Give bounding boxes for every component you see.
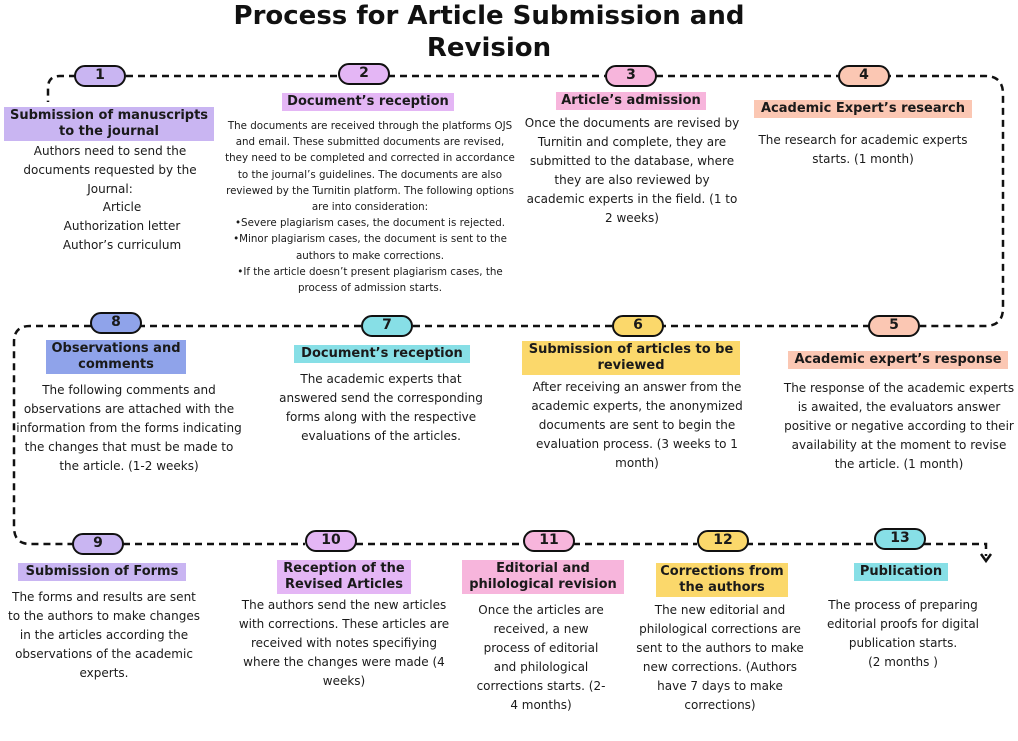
step-11-title: Editorial and philological revision bbox=[462, 560, 624, 594]
step-6-title: Submission of articles to be reviewed bbox=[522, 341, 740, 375]
step-8-title: Observations and comments bbox=[46, 340, 186, 374]
step-13-description: The process of preparing editorial proof… bbox=[826, 598, 980, 669]
step-7-title: Document’s reception bbox=[294, 345, 470, 363]
step-11-number-badge: 11 bbox=[523, 530, 575, 552]
step-12-title: Corrections from the authors bbox=[656, 563, 788, 597]
diagram-title: Process for Article Submission and Revis… bbox=[233, 1, 745, 63]
step-12-number-badge: 12 bbox=[697, 530, 749, 552]
step-13-title: Publication bbox=[854, 563, 948, 581]
step-4-title: Academic Expert’s research bbox=[754, 100, 972, 118]
step-8-number-badge: 8 bbox=[90, 312, 142, 334]
step-5-number-badge: 5 bbox=[868, 315, 920, 337]
step-1-title: Submission of manuscripts to the journal bbox=[4, 107, 214, 141]
step-13-number-badge: 13 bbox=[874, 528, 926, 550]
step-2-title: Document’s reception bbox=[282, 93, 454, 111]
step-3-title: Article’s admission bbox=[556, 92, 706, 110]
step-1-document-list: Article Authorization letter Author’s cu… bbox=[12, 198, 232, 255]
list-item: Author’s curriculum bbox=[12, 236, 232, 255]
step-10-number-badge: 10 bbox=[305, 530, 357, 552]
step-9-description: The forms and results are sent to the au… bbox=[7, 590, 201, 680]
step-10-title: Reception of the Revised Articles bbox=[277, 560, 411, 594]
step-11-description: Once the articles are received, a new pr… bbox=[476, 603, 606, 712]
step-5-title: Academic expert’s response bbox=[788, 351, 1008, 369]
step-1-description: Authors need to send the documents reque… bbox=[23, 144, 197, 196]
step-7-number-badge: 7 bbox=[361, 315, 413, 337]
step-4-description: The research for academic experts starts… bbox=[758, 133, 968, 166]
step-5-description: The response of the academic experts is … bbox=[783, 381, 1015, 471]
step-8-description: The following comments and observations … bbox=[16, 383, 242, 473]
step-9-title: Submission of Forms bbox=[18, 563, 186, 581]
list-item: Authorization letter bbox=[12, 217, 232, 236]
step-3-description: Once the documents are revised by Turnit… bbox=[524, 116, 740, 225]
step-7-description: The academic experts that answered send … bbox=[279, 372, 483, 443]
step-12-description: The new editorial and philological corre… bbox=[636, 603, 804, 712]
step-1-number-badge: 1 bbox=[74, 65, 126, 87]
step-2-description: The documents are received through the p… bbox=[225, 120, 515, 295]
step-9-number-badge: 9 bbox=[72, 533, 124, 555]
step-6-number-badge: 6 bbox=[612, 315, 664, 337]
end-arrowhead bbox=[979, 553, 993, 564]
step-4-number-badge: 4 bbox=[838, 65, 890, 87]
step-3-number-badge: 3 bbox=[605, 65, 657, 87]
step-2-number-badge: 2 bbox=[338, 63, 390, 85]
step-10-description: The authors send the new articles with c… bbox=[238, 598, 450, 688]
step-6-description: After receiving an answer from the acade… bbox=[531, 380, 743, 470]
list-item: Article bbox=[12, 198, 232, 217]
